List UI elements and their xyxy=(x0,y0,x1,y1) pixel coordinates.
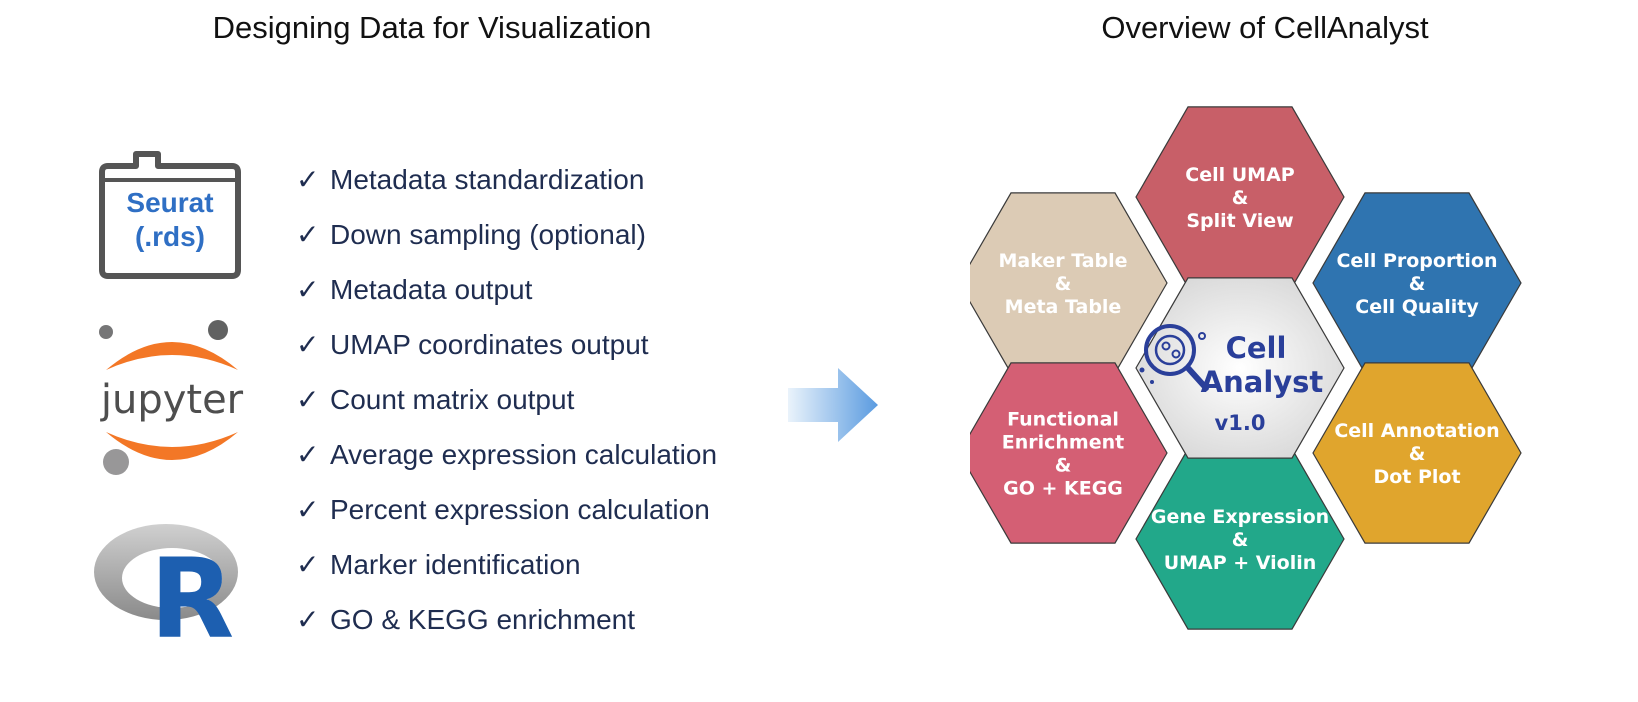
hex-functional-label: Functional xyxy=(1007,409,1119,431)
hex-annotation-label: Cell Annotation xyxy=(1334,420,1499,442)
hex-umap-label: & xyxy=(1232,187,1249,209)
hex-maker-label: Meta Table xyxy=(1005,296,1122,318)
check-icon: ✓ xyxy=(296,219,320,250)
check-icon: ✓ xyxy=(296,329,320,360)
right-section-title: Overview of CellAnalyst xyxy=(1101,10,1429,45)
hex-maker-label: Maker Table xyxy=(998,250,1127,272)
step-item: ✓ Count matrix output xyxy=(296,380,717,435)
step-label: Metadata standardization xyxy=(330,164,645,195)
check-icon: ✓ xyxy=(296,549,320,580)
step-label: Marker identification xyxy=(330,549,581,580)
hex-annotation xyxy=(1312,362,1522,544)
processing-steps-list: ✓ Metadata standardization ✓ Down sampling … xyxy=(296,160,717,655)
step-label: Average expression calculation xyxy=(330,439,718,470)
cell-magnifier-icon xyxy=(1139,324,1209,391)
seurat-label: Seurat xyxy=(126,187,213,218)
check-icon: ✓ xyxy=(296,494,320,525)
hex-proportion-label: & xyxy=(1409,273,1426,295)
jupyter-logo-icon: jupyter xyxy=(99,320,244,475)
step-item: ✓ Metadata standardization xyxy=(296,160,717,215)
step-item: ✓ UMAP coordinates output xyxy=(296,325,717,380)
check-icon: ✓ xyxy=(296,384,320,415)
step-item: ✓ Metadata output xyxy=(296,270,717,325)
hex-functional-label: & xyxy=(1055,455,1072,477)
hex-functional-label: GO + KEGG xyxy=(1003,478,1123,500)
r-logo-icon: R xyxy=(94,524,238,642)
hex-umap-label: Cell UMAP xyxy=(1185,164,1295,186)
hex-functional-label: Enrichment xyxy=(1002,432,1124,454)
hex-umap-label: Split View xyxy=(1186,210,1293,232)
seurat-folder-icon: Seurat (.rds) xyxy=(99,151,241,279)
check-icon: ✓ xyxy=(296,274,320,305)
hex-proportion-label: Cell Quality xyxy=(1355,296,1479,318)
step-label: GO & KEGG enrichment xyxy=(330,604,635,635)
hex-maker-label: & xyxy=(1055,273,1072,295)
hex-center xyxy=(1135,277,1345,459)
step-label: Percent expression calculation xyxy=(330,494,710,525)
center-title-line2: Analyst xyxy=(1201,365,1324,399)
step-label: UMAP coordinates output xyxy=(330,329,649,360)
check-icon: ✓ xyxy=(296,439,320,470)
step-item: ✓ Percent expression calculation xyxy=(296,490,717,545)
hex-expression-label: UMAP + Violin xyxy=(1164,552,1317,574)
seurat-extension-label: (.rds) xyxy=(135,221,205,252)
hex-proportion-label: Cell Proportion xyxy=(1336,250,1497,272)
left-section-title: Designing Data for Visualization xyxy=(212,10,652,45)
center-version-label: v1.0 xyxy=(1215,411,1266,435)
step-item: ✓ Average expression calculation xyxy=(296,435,717,490)
check-icon: ✓ xyxy=(296,164,320,195)
hex-annotation-label: Dot Plot xyxy=(1373,466,1460,488)
right-arrow-icon xyxy=(788,368,878,442)
r-label: R xyxy=(150,535,235,642)
check-icon: ✓ xyxy=(296,604,320,635)
hex-annotation-label: & xyxy=(1409,443,1426,465)
step-label: Metadata output xyxy=(330,274,533,305)
hex-expression-label: & xyxy=(1232,529,1249,551)
center-title-line1: Cell xyxy=(1226,331,1287,365)
jupyter-label: jupyter xyxy=(100,377,244,423)
step-label: Down sampling (optional) xyxy=(330,219,646,250)
step-item: ✓ Marker identification xyxy=(296,545,717,600)
step-label: Count matrix output xyxy=(330,384,575,415)
hex-functional xyxy=(970,362,1168,544)
step-item: ✓ Down sampling (optional) xyxy=(296,215,717,270)
hex-expression-label: Gene Expression xyxy=(1151,506,1329,528)
step-item: ✓ GO & KEGG enrichment xyxy=(296,600,717,655)
